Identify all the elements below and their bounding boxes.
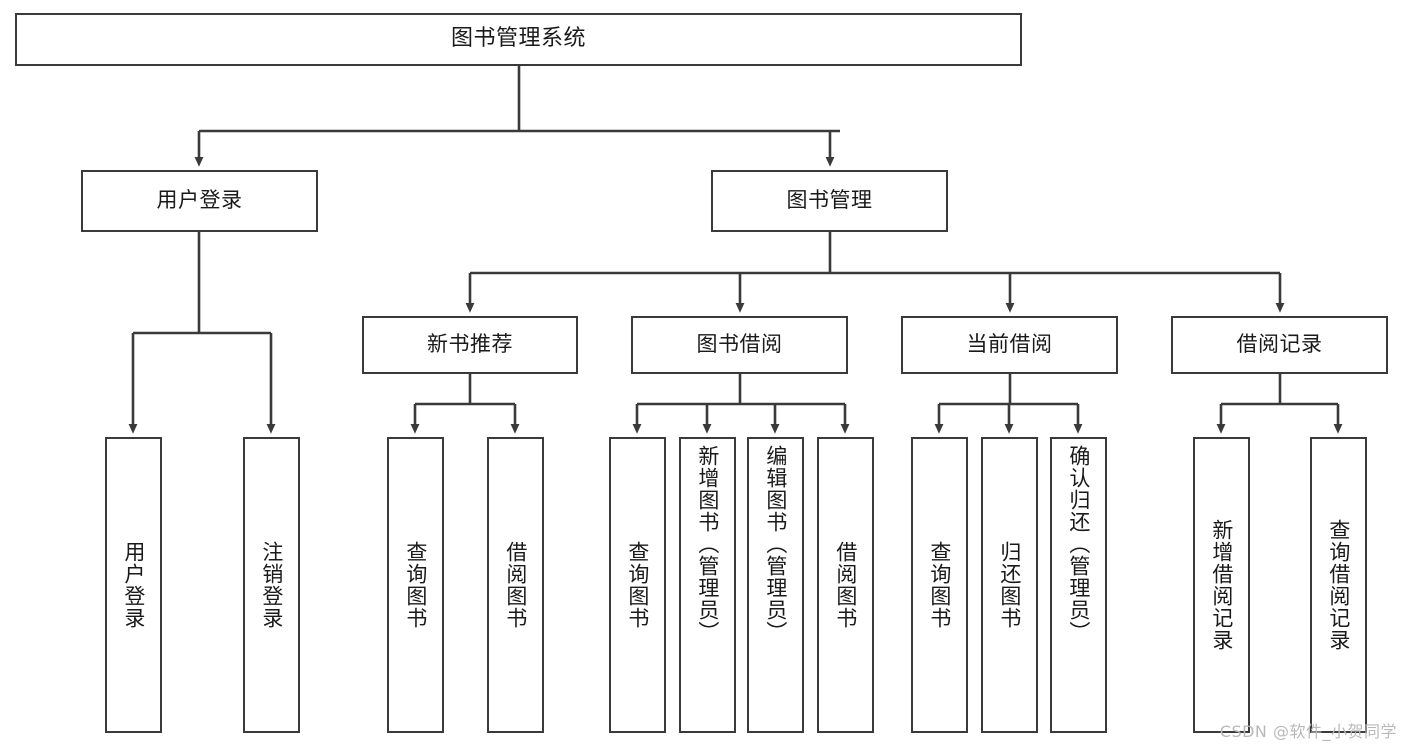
node-leaf-query-borrow-record[interactable]: 查询借阅记录	[1310, 437, 1367, 733]
node-label: 编辑图书（管理员）	[763, 445, 788, 643]
node-label: 当前借阅	[966, 332, 1053, 357]
node-leaf-user-login[interactable]: 用户登录	[105, 437, 162, 733]
node-leaf-add-book-admin[interactable]: 新增图书（管理员）	[679, 437, 736, 733]
node-label: 借阅图书	[503, 541, 528, 629]
node-label: 查询图书	[625, 541, 650, 629]
node-label: 确认归还（管理员）	[1066, 445, 1091, 643]
csdn-watermark: CSDN @软件_小贺同学	[1219, 722, 1397, 741]
node-label: 借阅记录	[1236, 332, 1323, 357]
node-leaf-edit-book-admin[interactable]: 编辑图书（管理员）	[747, 437, 804, 733]
node-label: 新增借阅记录	[1209, 519, 1234, 651]
node-label: 图书借阅	[696, 332, 783, 357]
node-label: 查询图书	[927, 541, 952, 629]
node-current-borrow[interactable]: 当前借阅	[901, 316, 1118, 374]
node-leaf-query-book-current[interactable]: 查询图书	[911, 437, 968, 733]
node-label: 新增图书（管理员）	[695, 445, 720, 643]
node-label: 用户登录	[121, 541, 146, 629]
node-leaf-borrow-book[interactable]: 借阅图书	[817, 437, 874, 733]
node-leaf-borrow-book-recommend[interactable]: 借阅图书	[487, 437, 544, 733]
node-root-book-management-system[interactable]: 图书管理系统	[15, 13, 1022, 66]
node-leaf-logout[interactable]: 注销登录	[243, 437, 300, 733]
node-label: 借阅图书	[833, 541, 858, 629]
node-label: 用户登录	[156, 188, 243, 213]
node-leaf-query-book-recommend[interactable]: 查询图书	[387, 437, 444, 733]
node-leaf-add-borrow-record[interactable]: 新增借阅记录	[1193, 437, 1250, 733]
node-leaf-return-book[interactable]: 归还图书	[981, 437, 1038, 733]
node-leaf-confirm-return-admin[interactable]: 确认归还（管理员）	[1050, 437, 1107, 733]
node-label: 注销登录	[259, 541, 284, 629]
node-label: 归还图书	[997, 541, 1022, 629]
node-label: 图书管理	[786, 188, 873, 213]
node-label: 查询图书	[403, 541, 428, 629]
node-label: 新书推荐	[427, 332, 513, 357]
node-borrow-record[interactable]: 借阅记录	[1171, 316, 1388, 374]
node-label: 图书管理系统	[450, 26, 586, 52]
node-leaf-query-book-borrow[interactable]: 查询图书	[609, 437, 666, 733]
node-label: 查询借阅记录	[1326, 519, 1351, 651]
node-user-login[interactable]: 用户登录	[81, 170, 318, 232]
node-book-borrow[interactable]: 图书借阅	[631, 316, 848, 374]
node-new-book-recommend[interactable]: 新书推荐	[362, 316, 578, 374]
node-book-management[interactable]: 图书管理	[711, 170, 948, 232]
